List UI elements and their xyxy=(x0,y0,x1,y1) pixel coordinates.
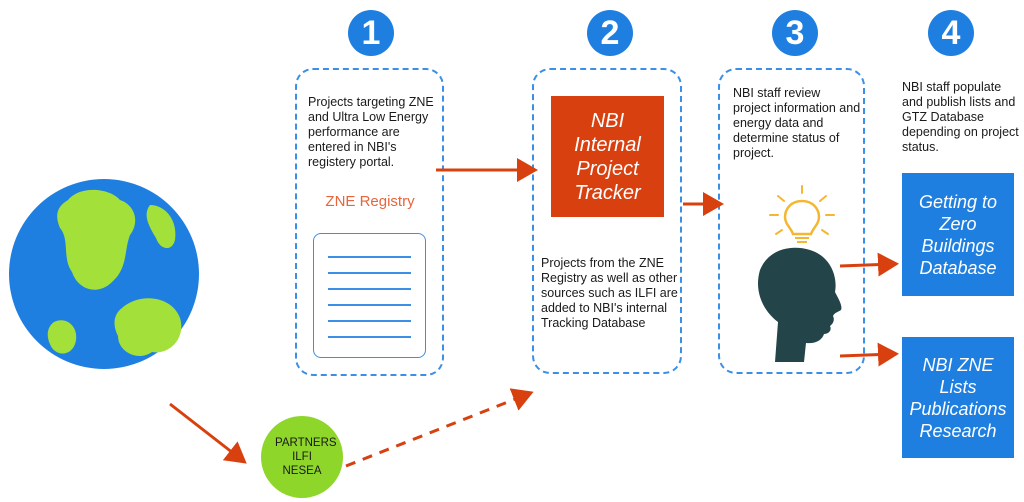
step-3-badge: 3 xyxy=(772,10,818,56)
step-2-box xyxy=(532,68,682,374)
arrow-globe-to-partners xyxy=(169,402,247,464)
globe-icon xyxy=(9,179,199,369)
step-1-text: Projects targeting ZNE and Ultra Low Ene… xyxy=(308,95,434,169)
registry-label: ZNE Registry xyxy=(325,193,415,210)
step-1-badge: 1 xyxy=(348,10,394,56)
step-2-badge: 2 xyxy=(587,10,633,56)
arrow-review-to-lists xyxy=(839,342,899,367)
step-2-text: Projects from the ZNE Registry as well a… xyxy=(541,256,678,330)
project-tracker-label: NBI Internal Project Tracker xyxy=(574,109,641,204)
gtz-database-box: Getting to Zero Buildings Database xyxy=(902,173,1014,296)
arrow-partners-to-tracker xyxy=(345,388,534,468)
step-1-box xyxy=(295,68,444,376)
document-icon xyxy=(313,233,426,358)
arrow-review-to-database xyxy=(839,252,899,277)
lightbulb-icon xyxy=(769,185,835,243)
step-4-text: NBI staff populate and publish lists and… xyxy=(902,80,1019,154)
zne-lists-label: NBI ZNE Lists Publications Research xyxy=(909,354,1007,441)
zne-lists-box: NBI ZNE Lists Publications Research xyxy=(902,337,1014,458)
step-3-text: NBI staff review project information and… xyxy=(733,86,861,160)
head-silhouette-icon xyxy=(758,247,842,362)
step-4-badge: 4 xyxy=(928,10,974,56)
gtz-database-label: Getting to Zero Buildings Database xyxy=(918,191,998,278)
partners-label: PARTNERS ILFI NESEA xyxy=(275,437,337,477)
project-tracker-box: NBI Internal Project Tracker xyxy=(551,96,664,217)
step-3-box xyxy=(718,68,865,374)
step-3-number: 3 xyxy=(785,14,805,52)
step-4-number: 4 xyxy=(941,14,961,52)
step-1-number: 1 xyxy=(361,14,381,52)
step-2-number: 2 xyxy=(600,14,620,52)
partners-circle: PARTNERS ILFI NESEA xyxy=(261,416,343,498)
